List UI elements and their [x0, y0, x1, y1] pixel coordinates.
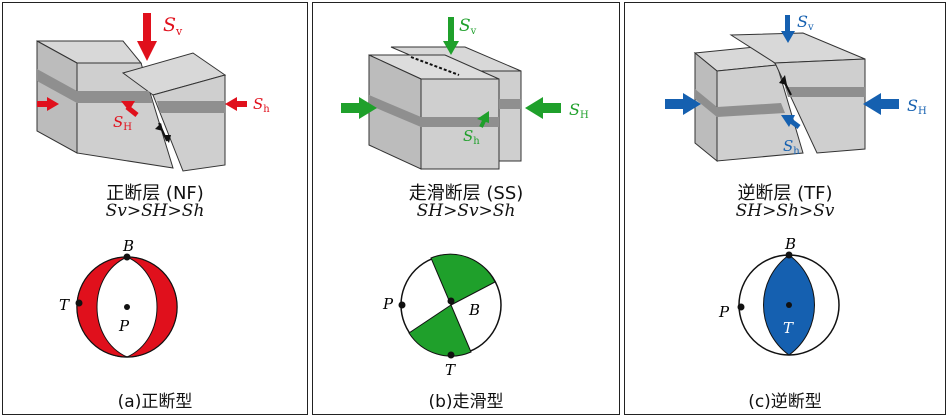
fault-name-strike-slip: 走滑断层 (SS) — [408, 183, 524, 204]
sv-label: Sv — [459, 16, 477, 37]
beachball-t-label: T — [59, 296, 70, 314]
panel-normal-fault: Sv Sh SH 正断层 (NF) Sv>SH>Sh B T P (a)正断型 — [2, 2, 308, 415]
sh-min-label: Sh — [253, 95, 270, 115]
thrust-fault-beachball: B P T — [718, 235, 840, 356]
caption-normal: (a)正断型 — [117, 392, 193, 412]
caption-thrust: (c)逆断型 — [748, 392, 822, 412]
stress-order-normal: Sv>SH>Sh — [105, 201, 205, 221]
beachball-b-label: B — [468, 301, 480, 319]
beachball-t-label: T — [445, 361, 456, 375]
sh-max-label: SH — [907, 96, 927, 117]
sv-label: Sv — [797, 12, 814, 33]
sh-min-label: Sh — [463, 127, 480, 147]
strike-slip-beachball: B P T — [382, 253, 502, 375]
panel-thrust-fault: Sv SH Sh 逆断层 (TF) SH>Sh>Sv B P T (c)逆断型 — [624, 2, 946, 415]
strike-slip-block-diagram: Sv SH Sh — [341, 16, 589, 170]
sh-min-label: Sh — [783, 137, 800, 157]
beachball-p-label: P — [382, 295, 394, 313]
beachball-p-label: P — [118, 317, 130, 335]
fault-name-normal: 正断层 (NF) — [106, 183, 204, 204]
beachball-p-label: P — [718, 303, 730, 321]
beachball-b-label: B — [784, 235, 796, 253]
beachball-b-label: B — [122, 237, 134, 255]
beachball-t-label: T — [783, 319, 794, 337]
stress-order-thrust: SH>Sh>Sv — [735, 201, 835, 221]
caption-strike-slip: (b)走滑型 — [428, 392, 504, 412]
normal-fault-block-diagram: Sv Sh SH — [36, 13, 270, 172]
sv-label: Sv — [163, 14, 183, 38]
fault-name-thrust: 逆断层 (TF) — [737, 183, 833, 204]
thrust-fault-block-diagram: Sv SH Sh — [665, 12, 927, 163]
sh-max-label: SH — [569, 100, 589, 121]
sh-max-label: SH — [113, 113, 132, 133]
normal-fault-beachball: B T P — [59, 237, 178, 358]
stress-order-strike-slip: SH>Sv>Sh — [416, 201, 516, 221]
panel-strike-slip: Sv SH Sh 走滑断层 (SS) SH>Sv>Sh B P T (b)走滑型 — [312, 2, 620, 415]
